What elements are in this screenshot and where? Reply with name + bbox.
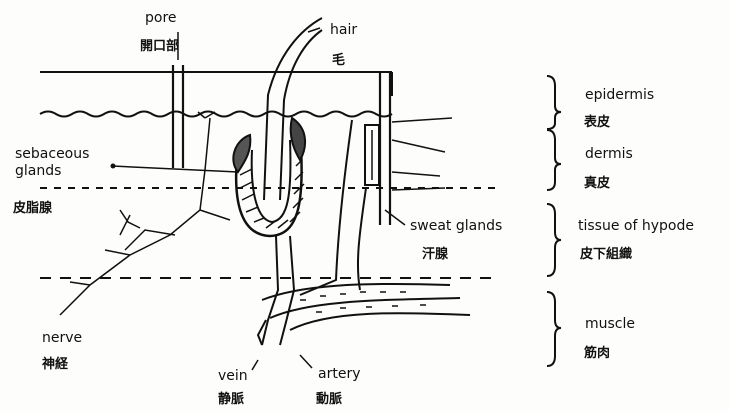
hypodermis-brace	[547, 204, 561, 276]
sebaceous-leader	[112, 166, 238, 172]
pore-label: pore	[145, 10, 177, 27]
epidermis-brace	[547, 76, 561, 129]
layer-epidermis-label: epidermis	[585, 87, 654, 104]
vein-label-jp: 静脈	[218, 391, 244, 408]
layer-hypodermis-label-jp: 皮下組織	[580, 246, 632, 263]
sweat-leader	[385, 210, 405, 225]
layer-dermis-label: dermis	[585, 146, 633, 163]
nerve-label-jp: 神経	[42, 356, 68, 373]
dermis-brace	[547, 130, 561, 190]
sweat-glands-label-jp: 汗腺	[422, 246, 448, 263]
layer-muscle-label-jp: 筋肉	[584, 345, 610, 362]
artery-leader	[300, 355, 312, 368]
sebaceous-label-line1: sebaceous	[15, 146, 89, 163]
layer-dermis-label-jp: 真皮	[584, 175, 610, 192]
sweat-duct	[380, 72, 390, 225]
pore-duct	[173, 65, 183, 168]
layer-muscle-label: muscle	[585, 316, 635, 333]
nerve-label: nerve	[42, 330, 82, 347]
sebaceous-label-line2: glands	[15, 163, 61, 180]
sebaceous-label-jp: 皮脂腺	[13, 200, 52, 217]
nerve-fibers	[60, 112, 230, 315]
hair-label: hair	[330, 22, 357, 39]
sebaceous-gland-right	[291, 118, 305, 160]
artery-label-jp: 動脈	[316, 391, 342, 408]
vessel-right	[300, 120, 366, 295]
vein-leader	[252, 360, 258, 370]
pore-label-jp: 開口部	[140, 38, 179, 55]
layer-epidermis-label-jp: 表皮	[584, 114, 610, 131]
sebaceous-gland-left	[233, 135, 250, 172]
epidermis-border	[40, 112, 392, 117]
hair-label-jp: 毛	[332, 52, 345, 69]
vein-label: vein	[218, 368, 248, 385]
hair-shaft	[264, 18, 322, 200]
hair-leader	[308, 28, 320, 32]
sweat-glands-label: sweat glands	[410, 218, 502, 235]
muscle-brace	[547, 292, 561, 366]
layer-hypodermis-label: tissue of hypode	[578, 218, 694, 235]
artery-label: artery	[318, 366, 360, 383]
vessel-left	[262, 236, 294, 345]
